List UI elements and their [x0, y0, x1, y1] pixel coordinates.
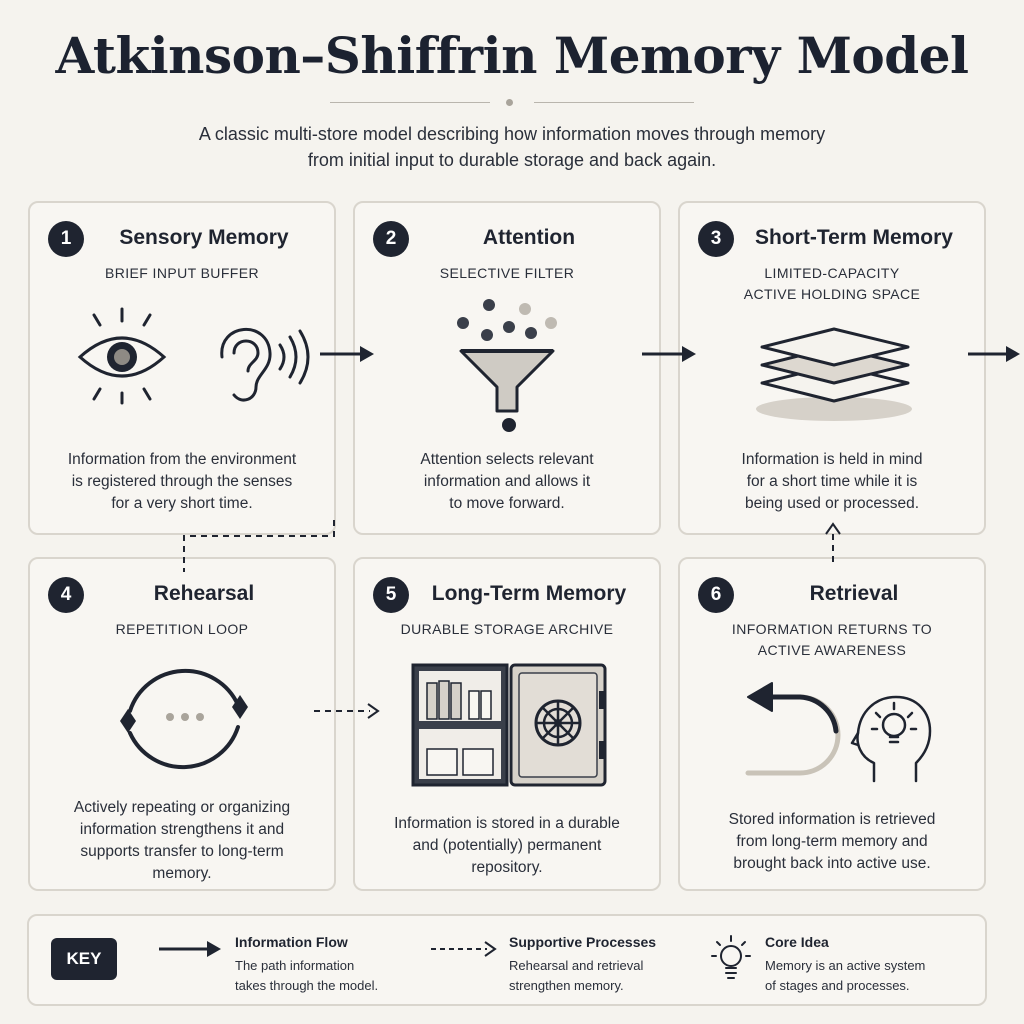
stage-description: Attention selects relevant information a…: [420, 451, 594, 512]
stage-description: Information is stored in a durable and (…: [394, 815, 620, 876]
key-item-core-idea: Core Idea Memory is an active system of …: [709, 916, 969, 1004]
flow-arrow-1-to-2: [320, 346, 374, 362]
stage-number-badge: 4: [48, 577, 84, 613]
subtitle-line: A classic multi-store model describing h…: [198, 124, 826, 144]
key-item-description: Memory is an active system of stages and…: [765, 958, 926, 993]
dashed-arrow-icon: [431, 941, 497, 957]
dashed-connector-1-to-4: [183, 520, 335, 572]
stage-number-badge: 6: [698, 577, 734, 613]
stage-title: Long-Term Memory: [431, 582, 627, 605]
stage-card-short-term-memory: 3 Short-Term Memory LIMITED-CAPACITY ACT…: [678, 201, 986, 535]
stage-description: Actively repeating or organizing informa…: [73, 799, 291, 882]
dashed-arrow-6-to-3: [825, 522, 841, 562]
sensory-illustration: [77, 307, 310, 405]
stage-subtitle: SELECTIVE FILTER: [439, 265, 575, 281]
stage-card-long-term-memory: 5 Long-Term Memory DURABLE STORAGE ARCHI…: [353, 557, 661, 891]
key-item-information-flow: Information Flow The path information ta…: [157, 916, 397, 1004]
stage-title: Retrieval: [809, 582, 899, 605]
key-item-title: Information Flow: [235, 934, 348, 950]
key-item-supportive-processes: Supportive Processes Rehearsal and retri…: [429, 916, 689, 1004]
flow-arrow-3-out: [968, 346, 1020, 362]
archive-safe-icon: [411, 663, 607, 787]
lightbulb-icon: [711, 935, 751, 979]
key-item-title: Core Idea: [765, 934, 829, 950]
stacked-layers-icon: [756, 327, 912, 421]
stage-subtitle: REPETITION LOOP: [115, 621, 249, 637]
stage-subtitle: INFORMATION RETURNS TO ACTIVE AWARENESS: [731, 621, 933, 658]
subtitle-line: from initial input to durable storage an…: [307, 150, 717, 170]
flow-arrow-2-to-3: [642, 346, 696, 362]
key-label: KEY: [51, 938, 117, 980]
stage-card-sensory-memory: 1 Sensory Memory BRIEF INPUT BUFFER Info…: [28, 201, 336, 535]
stage-description: Information from the environment is regi…: [67, 451, 297, 512]
stage-card-attention: 2 Attention SELECTIVE FILTER Attention s…: [353, 201, 661, 535]
stage-number-badge: 5: [373, 577, 409, 613]
stage-description: Information is held in mind for a short …: [741, 451, 923, 512]
page-subtitle: A classic multi-store model describing h…: [100, 121, 924, 173]
stage-number-badge: 1: [48, 221, 84, 257]
solid-arrow-icon: [159, 941, 221, 957]
key-item-description: The path information takes through the m…: [235, 958, 379, 993]
eye-icon: [77, 307, 167, 405]
stage-title: Short-Term Memory: [755, 226, 953, 249]
stage-subtitle: LIMITED-CAPACITY ACTIVE HOLDING SPACE: [743, 265, 921, 302]
retrieval-illustration: [745, 682, 932, 783]
stage-title: Attention: [482, 226, 576, 249]
key-legend: KEY Information Flow The path informatio…: [27, 914, 987, 1006]
stage-card-rehearsal: 4 Rehearsal REPETITION LOOP Actively rep…: [28, 557, 336, 891]
stage-card-retrieval: 6 Retrieval INFORMATION RETURNS TO ACTIV…: [678, 557, 986, 891]
title-divider: [330, 96, 694, 110]
dashed-arrow-4-to-5: [314, 703, 380, 719]
key-item-description: Rehearsal and retrieval strengthen memor…: [509, 958, 644, 993]
stage-title: Rehearsal: [153, 582, 255, 605]
loop-icon: [120, 669, 248, 769]
stage-number-badge: 2: [373, 221, 409, 257]
return-arrow-icon: [745, 682, 841, 776]
stage-description: Stored information is retrieved from lon…: [728, 811, 936, 872]
head-lightbulb-icon: [850, 695, 932, 783]
stage-subtitle: BRIEF INPUT BUFFER: [105, 265, 259, 281]
funnel-icon: [457, 299, 557, 432]
key-item-title: Supportive Processes: [509, 934, 657, 950]
stage-number-badge: 3: [698, 221, 734, 257]
stage-title: Sensory Memory: [119, 226, 289, 249]
ear-icon: [220, 327, 310, 402]
stage-subtitle: DURABLE STORAGE ARCHIVE: [400, 621, 614, 637]
page-title: Atkinson–Shiffrin Memory Model: [55, 26, 969, 85]
